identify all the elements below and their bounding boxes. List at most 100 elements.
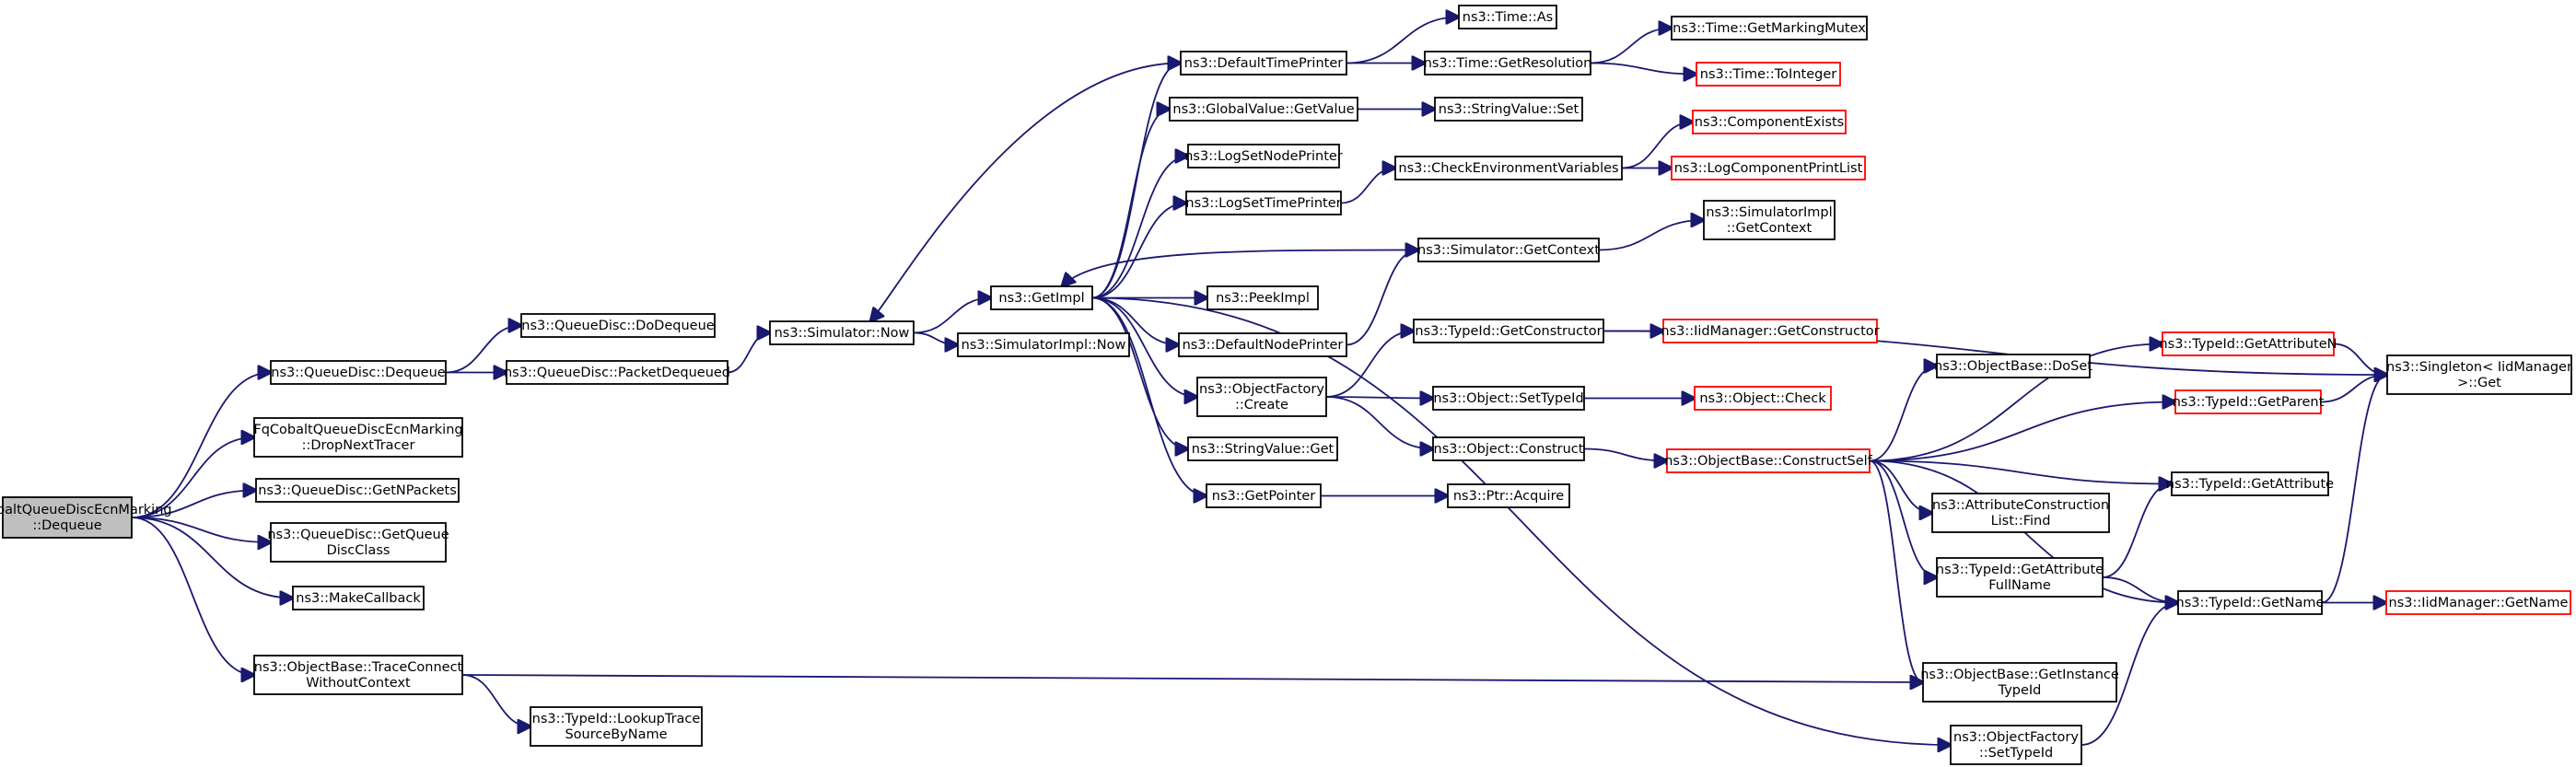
- node-iidmanager_getconstructor[interactable]: ns3::IidManager::GetConstructor: [1661, 319, 1880, 343]
- node-dodequeue[interactable]: ns3::QueueDisc::DoDequeue: [520, 313, 716, 338]
- node-box-typeid_getattributefullname[interactable]: [1936, 557, 2104, 598]
- node-checkenv[interactable]: ns3::CheckEnvironmentVariables: [1394, 156, 1623, 180]
- node-box-typeid_getparent[interactable]: [2174, 389, 2322, 414]
- node-box-componentexists[interactable]: [1692, 110, 1847, 134]
- node-getpointer[interactable]: ns3::GetPointer: [1206, 483, 1322, 508]
- node-objfactory_settypeid[interactable]: ns3::ObjectFactory::SetTypeId: [1950, 725, 2082, 765]
- node-box-objbase_doset[interactable]: [1936, 354, 2091, 378]
- node-box-logsettimeprinter[interactable]: [1185, 191, 1342, 215]
- node-box-getimpl[interactable]: [990, 285, 1093, 310]
- node-box-root[interactable]: [2, 496, 133, 539]
- node-time_getmarkingmutex[interactable]: ns3::Time::GetMarkingMutex: [1671, 16, 1868, 41]
- node-sim_now[interactable]: ns3::Simulator::Now: [769, 320, 915, 345]
- node-box-defaultnodeprinter[interactable]: [1178, 332, 1347, 357]
- node-box-typeid_getname[interactable]: [2177, 590, 2323, 615]
- node-box-ptr_acquire[interactable]: [1447, 483, 1570, 508]
- node-box-logsetnodeprinter[interactable]: [1187, 144, 1340, 169]
- node-objbase_constructself[interactable]: ns3::ObjectBase::ConstructSelf: [1664, 448, 1873, 473]
- node-dropnext[interactable]: FqCobaltQueueDiscEcnMarking::DropNextTra…: [253, 417, 463, 458]
- node-box-objbase_getinstancetypeid[interactable]: [1922, 662, 2117, 703]
- node-box-sim_getcontext[interactable]: [1417, 238, 1600, 262]
- node-objbase_doset[interactable]: ns3::ObjectBase::DoSet: [1934, 354, 2092, 378]
- node-time_getresolution[interactable]: ns3::Time::GetResolution: [1424, 51, 1592, 76]
- node-box-objfactory_create[interactable]: [1196, 377, 1327, 417]
- node-box-getnpackets[interactable]: [255, 478, 460, 503]
- node-defaultnodeprinter[interactable]: ns3::DefaultNodePrinter: [1178, 332, 1347, 357]
- node-ptr_acquire[interactable]: ns3::Ptr::Acquire: [1447, 483, 1570, 508]
- node-box-iidmanager_getname[interactable]: [2385, 590, 2571, 615]
- node-box-typeid_getconstructor[interactable]: [1413, 319, 1604, 343]
- node-typeid_getattribute[interactable]: ns3::TypeId::GetAttribute: [2166, 471, 2334, 496]
- node-box-traceconnect[interactable]: [253, 655, 463, 695]
- node-getnpackets[interactable]: ns3::QueueDisc::GetNPackets: [255, 478, 460, 503]
- node-stringvalue_set[interactable]: ns3::StringValue::Set: [1434, 97, 1583, 122]
- node-object_construct[interactable]: ns3::Object::Construct: [1432, 436, 1585, 461]
- node-logsetnodeprinter[interactable]: ns3::LogSetNodePrinter: [1184, 144, 1343, 169]
- node-typeid_getattributen[interactable]: ns3::TypeId::GetAttributeN: [2159, 331, 2337, 356]
- node-box-logcomponentprintlist[interactable]: [1671, 156, 1866, 180]
- node-box-object_check[interactable]: [1694, 386, 1832, 411]
- node-iidmanager_getname[interactable]: ns3::IidManager::GetName: [2385, 590, 2571, 615]
- node-object_settypeid[interactable]: ns3::Object::SetTypeId: [1432, 386, 1585, 411]
- node-simimpl_now[interactable]: ns3::SimulatorImpl::Now: [957, 332, 1130, 357]
- node-box-objbase_constructself[interactable]: [1666, 448, 1871, 473]
- node-peekimpl[interactable]: ns3::PeekImpl: [1206, 285, 1319, 310]
- node-logcomponentprintlist[interactable]: ns3::LogComponentPrintList: [1671, 156, 1866, 180]
- node-getimpl[interactable]: ns3::GetImpl: [990, 285, 1093, 310]
- node-componentexists[interactable]: ns3::ComponentExists: [1692, 110, 1847, 134]
- node-typeid_getname[interactable]: ns3::TypeId::GetName: [2176, 590, 2325, 615]
- node-box-time_as[interactable]: [1458, 5, 1557, 29]
- node-defaulttimeprinter[interactable]: ns3::DefaultTimePrinter: [1180, 51, 1347, 76]
- node-box-simimpl_getcontext[interactable]: [1703, 200, 1836, 240]
- node-box-peekimpl[interactable]: [1206, 285, 1319, 310]
- node-box-object_settypeid[interactable]: [1432, 386, 1585, 411]
- node-time_tointeger[interactable]: ns3::Time::ToInteger: [1696, 62, 1841, 87]
- node-box-getqueuediscclass[interactable]: [270, 522, 447, 563]
- node-gv_getvalue[interactable]: ns3::GlobalValue::GetValue: [1169, 97, 1358, 122]
- node-logsettimeprinter[interactable]: ns3::LogSetTimePrinter: [1185, 191, 1342, 215]
- node-root[interactable]: FqCobaltQueueDiscEcnMarking::Dequeue: [0, 496, 172, 539]
- node-singleton_get[interactable]: ns3::Singleton< IidManager >::Get: [2386, 354, 2572, 395]
- node-typeid_getparent[interactable]: ns3::TypeId::GetParent: [2173, 389, 2325, 414]
- node-sim_getcontext[interactable]: ns3::Simulator::GetContext: [1417, 238, 1600, 262]
- node-box-time_getmarkingmutex[interactable]: [1671, 16, 1868, 41]
- node-packetdequeued[interactable]: ns3::QueueDisc::PacketDequeued: [504, 360, 730, 385]
- node-traceconnect[interactable]: ns3::ObjectBase::TraceConnectWithoutCont…: [253, 655, 463, 695]
- node-box-iidmanager_getconstructor[interactable]: [1662, 319, 1878, 343]
- node-box-objfactory_settypeid[interactable]: [1950, 725, 2082, 765]
- node-box-defaulttimeprinter[interactable]: [1180, 51, 1347, 76]
- node-box-lookuptrace[interactable]: [530, 706, 703, 747]
- node-box-stringvalue_get[interactable]: [1187, 436, 1338, 461]
- node-box-typeid_getattribute[interactable]: [2171, 471, 2329, 496]
- node-box-simimpl_now[interactable]: [957, 332, 1130, 357]
- node-stringvalue_get[interactable]: ns3::StringValue::Get: [1187, 436, 1338, 461]
- node-box-makecallback[interactable]: [292, 586, 425, 610]
- node-box-getpointer[interactable]: [1206, 483, 1322, 508]
- node-box-checkenv[interactable]: [1394, 156, 1623, 180]
- node-makecallback[interactable]: ns3::MakeCallback: [292, 586, 425, 610]
- node-box-singleton_get[interactable]: [2386, 354, 2572, 395]
- node-box-stringvalue_set[interactable]: [1434, 97, 1583, 122]
- node-typeid_getconstructor[interactable]: ns3::TypeId::GetConstructor: [1413, 319, 1604, 343]
- node-simimpl_getcontext[interactable]: ns3::SimulatorImpl::GetContext: [1703, 200, 1836, 240]
- node-box-dropnext[interactable]: [253, 417, 463, 458]
- node-box-time_tointeger[interactable]: [1696, 62, 1841, 87]
- node-box-dodequeue[interactable]: [520, 313, 716, 338]
- node-box-gv_getvalue[interactable]: [1169, 97, 1358, 122]
- node-box-typeid_getattributen[interactable]: [2162, 331, 2335, 356]
- node-qd_dequeue[interactable]: ns3::QueueDisc::Dequeue: [270, 360, 447, 385]
- node-objfactory_create[interactable]: ns3::ObjectFactory::Create: [1196, 377, 1327, 417]
- node-box-object_construct[interactable]: [1432, 436, 1585, 461]
- node-box-qd_dequeue[interactable]: [270, 360, 447, 385]
- node-box-attrconstructionlist_find[interactable]: [1931, 493, 2110, 533]
- node-box-packetdequeued[interactable]: [506, 360, 729, 385]
- node-object_check[interactable]: ns3::Object::Check: [1694, 386, 1832, 411]
- node-time_as[interactable]: ns3::Time::As: [1458, 5, 1557, 29]
- node-box-time_getresolution[interactable]: [1424, 51, 1591, 76]
- node-box-sim_now[interactable]: [769, 320, 915, 345]
